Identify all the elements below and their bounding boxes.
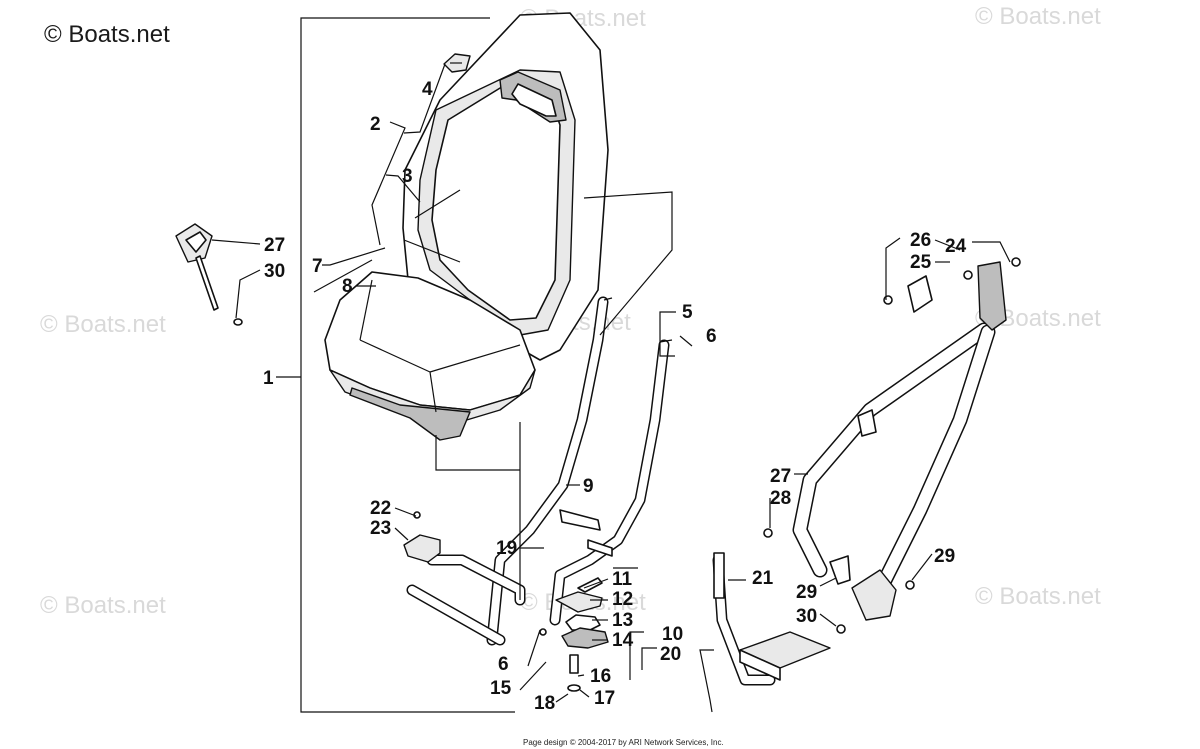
leader-lines [211, 63, 1011, 713]
callout-21: 21 [752, 568, 774, 589]
callout-8: 8 [342, 276, 353, 297]
callout-27: 27 [770, 466, 791, 487]
callout-18: 18 [534, 693, 555, 714]
callout-24: 24 [945, 236, 967, 257]
callout-10: 10 [662, 624, 683, 645]
callout-9: 9 [583, 476, 594, 497]
callout-25: 25 [910, 252, 932, 273]
callout-6: 6 [498, 654, 509, 675]
callout-5: 5 [682, 302, 693, 323]
callout-3: 3 [402, 166, 413, 187]
callout-labels: 1 2 3 4 5 6 6 7 8 9 10 11 12 13 14 15 16… [263, 79, 967, 714]
mount-bracket-23 [403, 511, 441, 563]
seat-latch-group [539, 577, 609, 692]
callout-30: 30 [796, 606, 817, 627]
seat-pad-4 [443, 53, 471, 73]
watermark: © Boats.net [40, 311, 166, 338]
watermark: © Boats.net [40, 592, 166, 619]
seat-mount-assembly [712, 552, 831, 686]
callout-29: 29 [796, 582, 817, 603]
callout-6: 6 [706, 326, 717, 347]
seat-cushion [324, 271, 536, 441]
callout-14: 14 [612, 630, 634, 651]
callout-11: 11 [612, 569, 633, 590]
callout-17: 17 [594, 688, 615, 709]
callout-23: 23 [370, 518, 391, 539]
callout-20: 20 [660, 644, 681, 665]
callout-28: 28 [770, 488, 791, 509]
watermark: © Boats.net [975, 583, 1101, 610]
callout-19: 19 [496, 538, 517, 559]
callout-30: 30 [264, 261, 285, 282]
copyright-footer: Page design © 2004-2017 by ARI Network S… [523, 738, 724, 747]
callout-4: 4 [422, 79, 433, 100]
callout-27: 27 [264, 235, 285, 256]
callout-2: 2 [370, 114, 381, 135]
seat-backrest [402, 12, 609, 361]
right-seat-belt [763, 257, 1021, 634]
watermark: © Boats.net [975, 3, 1101, 30]
watermark-primary: © Boats.net [44, 21, 170, 48]
callout-1: 1 [263, 368, 274, 389]
callout-7: 7 [312, 256, 323, 277]
left-belt-buckle [175, 223, 243, 326]
callout-12: 12 [612, 589, 633, 610]
callout-16: 16 [590, 666, 611, 687]
callout-26: 26 [910, 230, 931, 251]
callout-13: 13 [612, 610, 633, 631]
callout-22: 22 [370, 498, 391, 519]
callout-29: 29 [934, 546, 955, 567]
callout-15: 15 [490, 678, 512, 699]
assembly-bracket [276, 17, 515, 713]
